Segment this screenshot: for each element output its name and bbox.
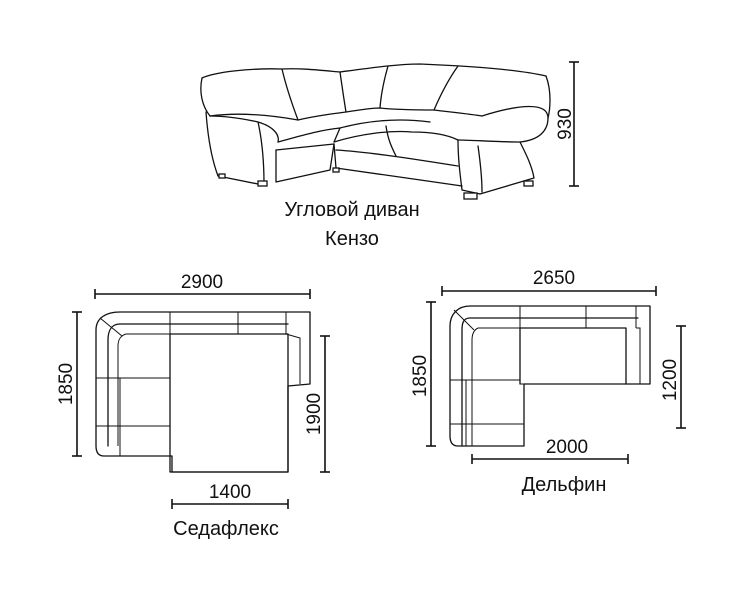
sedaflex-depth-dimension: 1850 <box>56 311 82 457</box>
model-name-line1: Угловой диван <box>284 199 419 221</box>
sedaflex-bed-width-label: 1400 <box>209 482 251 503</box>
height-label: 930 <box>555 108 576 140</box>
delfin-side-depth-label: 1200 <box>660 359 681 401</box>
delfin-bed-width-label: 2000 <box>546 437 588 458</box>
delfin-side-depth-dimension: 1200 <box>660 325 686 429</box>
sedaflex-bed-depth-label: 1900 <box>304 393 325 435</box>
sedaflex-bed-depth-dimension: 1900 <box>304 335 330 473</box>
delfin-width-label: 2650 <box>533 268 575 289</box>
sedaflex-bed-width-dimension: 1400 <box>171 482 289 509</box>
sofa-perspective-drawing <box>200 63 551 200</box>
delfin-depth-label: 1850 <box>410 355 431 397</box>
sedaflex-width-dimension: 2900 <box>94 272 311 299</box>
delfin-bed-width-dimension: 2000 <box>471 437 629 464</box>
sedaflex-width-label: 2900 <box>181 272 223 293</box>
delfin-plan-drawing <box>449 305 651 447</box>
model-name-line2: Кензо <box>325 228 379 250</box>
delfin-depth-dimension: 1850 <box>410 301 436 447</box>
sedaflex-depth-label: 1850 <box>56 363 77 405</box>
delfin-caption: Дельфин <box>522 474 607 496</box>
height-dimension: 930 <box>555 61 579 187</box>
delfin-width-dimension: 2650 <box>441 268 657 296</box>
sedaflex-caption: Седафлекс <box>173 518 279 540</box>
sedaflex-plan-drawing <box>95 311 311 473</box>
